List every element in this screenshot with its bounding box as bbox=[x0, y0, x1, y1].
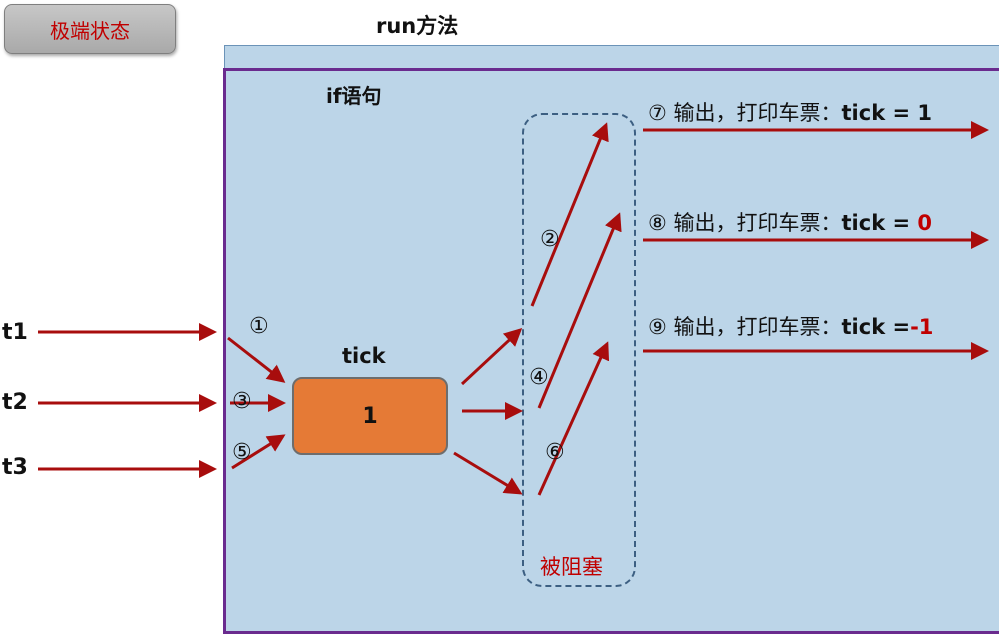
thread-label-t2: t2 bbox=[2, 390, 28, 415]
arrow-blocked-2 bbox=[537, 212, 622, 409]
arrow-tick-out-1 bbox=[460, 327, 523, 386]
run-method-label: run方法 bbox=[376, 14, 459, 38]
arrow-blocked-1 bbox=[530, 122, 609, 307]
arrow-blocked-3 bbox=[537, 341, 610, 496]
arrow-t1-to-tick bbox=[227, 336, 286, 383]
output-1-value: 1 bbox=[917, 101, 933, 125]
step-6: ⑥ bbox=[545, 440, 565, 465]
blocked-label: 被阻塞 bbox=[540, 555, 603, 579]
output-1-text: 输出，打印车票： bbox=[673, 101, 842, 125]
output-3-value: -1 bbox=[910, 315, 934, 339]
step-8: ⑧ bbox=[648, 211, 667, 235]
flow-arrows bbox=[38, 121, 989, 496]
step-2: ② bbox=[540, 227, 560, 252]
output-3-text: 输出，打印车票： bbox=[673, 315, 842, 339]
output-1-expr: tick = bbox=[841, 101, 918, 125]
step-4: ④ bbox=[529, 365, 549, 390]
step-1: ① bbox=[249, 314, 269, 339]
title-text: 极端状态 bbox=[50, 18, 130, 43]
arrow-t3-to-tick bbox=[231, 434, 286, 470]
arrow-tick-out-3 bbox=[453, 451, 523, 495]
if-statement-label: if语句 bbox=[326, 84, 382, 108]
tick-box: 1 bbox=[292, 377, 448, 455]
output-line-3: ⑨ 输出，打印车票：tick =-1 bbox=[648, 311, 933, 341]
output-line-1: ⑦ 输出，打印车票：tick = 1 bbox=[648, 97, 932, 127]
title-badge: 极端状态 bbox=[4, 4, 176, 54]
output-2-text: 输出，打印车票： bbox=[673, 211, 842, 235]
step-7: ⑦ bbox=[648, 101, 667, 125]
output-line-2: ⑧ 输出，打印车票：tick = 0 bbox=[648, 207, 932, 237]
step-3: ③ bbox=[232, 389, 252, 414]
step-9: ⑨ bbox=[648, 315, 667, 339]
step-5: ⑤ bbox=[232, 440, 252, 465]
output-2-expr: tick = bbox=[841, 211, 918, 235]
blocked-region bbox=[522, 113, 636, 587]
output-3-expr: tick = bbox=[841, 315, 911, 339]
tick-label: tick bbox=[342, 344, 386, 368]
thread-label-t3: t3 bbox=[2, 455, 28, 480]
thread-label-t1: t1 bbox=[2, 320, 28, 345]
tick-value: 1 bbox=[362, 403, 378, 429]
output-2-value: 0 bbox=[917, 211, 933, 235]
